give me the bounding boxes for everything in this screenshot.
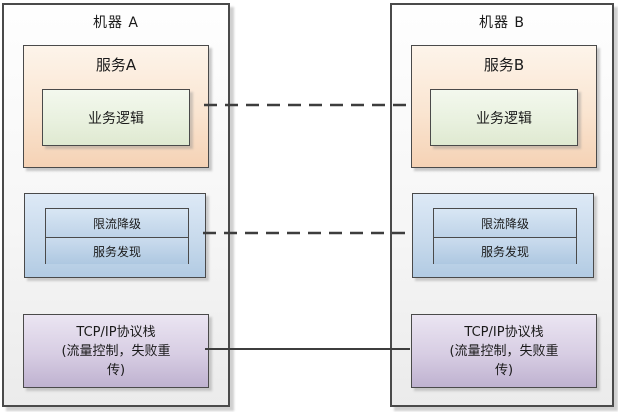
machine-b-box: 机器 B 服务B 业务逻辑 限流降级 服务发现 TCP/IP协议栈 (流量控制，… <box>390 3 614 407</box>
tcp-stack-line: TCP/IP协议栈 <box>76 324 156 340</box>
service-b-title: 服务B <box>483 56 525 74</box>
service-a-box: 服务A 业务逻辑 <box>23 45 209 168</box>
governance-cells-b: 限流降级 服务发现 <box>433 208 577 264</box>
tcp-stack-line: (流量控制，失败重 <box>449 343 559 359</box>
service-discovery-cell-a: 服务发现 <box>46 237 188 264</box>
governance-box-a: 限流降级 服务发现 <box>24 193 206 278</box>
rate-limit-cell-b: 限流降级 <box>434 209 576 237</box>
service-a-title: 服务A <box>95 56 137 74</box>
tcp-stack-box-b: TCP/IP协议栈 (流量控制，失败重 传) <box>411 314 597 388</box>
tcp-stack-line: (流量控制，失败重 <box>61 343 171 359</box>
machine-b-title: 机器 B <box>478 15 526 31</box>
tcp-stack-line: TCP/IP协议栈 <box>464 324 544 340</box>
machine-a-title: 机器 A <box>92 15 140 31</box>
business-logic-box-a: 业务逻辑 <box>42 89 190 146</box>
service-discovery-cell-b: 服务发现 <box>434 237 576 264</box>
machine-a-box: 机器 A 服务A 业务逻辑 限流降级 服务发现 TCP/IP协议栈 (流量控制，… <box>2 3 230 407</box>
governance-box-b: 限流降级 服务发现 <box>412 193 594 278</box>
business-logic-box-b: 业务逻辑 <box>430 89 578 146</box>
governance-cells-a: 限流降级 服务发现 <box>45 208 189 264</box>
tcp-stack-box-a: TCP/IP协议栈 (流量控制，失败重 传) <box>23 314 209 388</box>
service-b-box: 服务B 业务逻辑 <box>411 45 597 168</box>
rate-limit-cell-a: 限流降级 <box>46 209 188 237</box>
tcp-stack-line: 传) <box>106 362 126 378</box>
tcp-stack-line: 传) <box>494 362 514 378</box>
